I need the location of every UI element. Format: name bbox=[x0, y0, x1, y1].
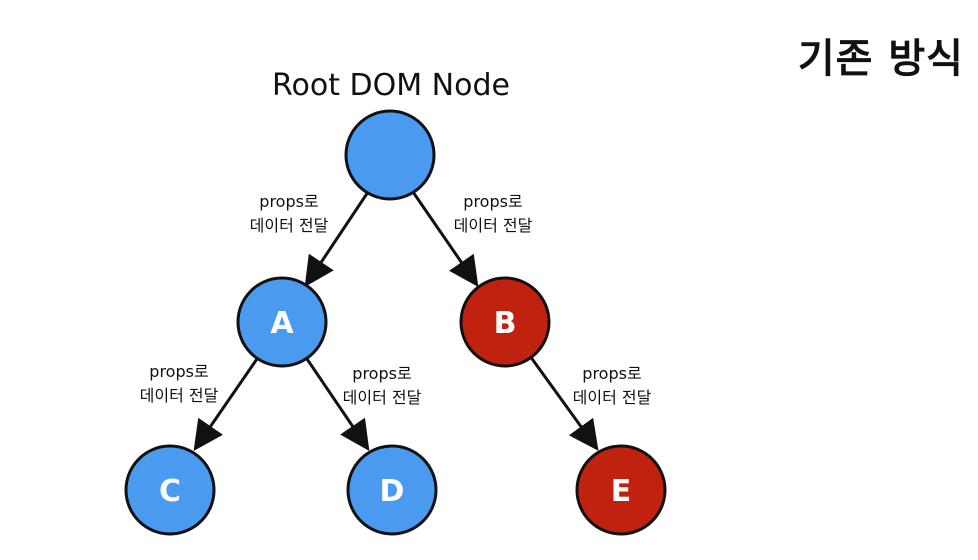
edge-a-to-d bbox=[303, 355, 370, 451]
edge-label-a-d-line2: 데이터 전달 bbox=[342, 388, 422, 407]
edge-a-to-c bbox=[193, 355, 261, 451]
edge-label-root-a: props로 데이터 전달 bbox=[229, 190, 349, 238]
edge-label-root-a-line1: props로 bbox=[259, 192, 319, 211]
node-b: B bbox=[459, 276, 551, 368]
edge-label-root-b-line2: 데이터 전달 bbox=[453, 216, 533, 235]
edge-root-to-a bbox=[304, 191, 370, 287]
node-e-letter: E bbox=[611, 474, 632, 509]
edge-label-b-e: props로 데이터 전달 bbox=[552, 362, 672, 410]
node-a: A bbox=[236, 276, 328, 368]
edge-label-root-b-line1: props로 bbox=[463, 192, 523, 211]
edge-label-b-e-line1: props로 bbox=[582, 364, 642, 383]
node-c: C bbox=[124, 444, 216, 536]
edge-label-a-c-line1: props로 bbox=[149, 362, 209, 381]
edge-label-a-d-line1: props로 bbox=[352, 364, 412, 383]
slide-title: 기존 방식 bbox=[797, 36, 964, 82]
node-root bbox=[344, 109, 436, 201]
edge-label-root-b: props로 데이터 전달 bbox=[433, 190, 553, 238]
edge-label-a-d: props로 데이터 전달 bbox=[322, 362, 442, 410]
node-d-letter: D bbox=[380, 474, 405, 509]
node-d: D bbox=[346, 444, 438, 536]
root-node-label: Root DOM Node bbox=[272, 68, 510, 103]
edge-label-a-c-line2: 데이터 전달 bbox=[139, 386, 219, 405]
edge-label-b-e-line2: 데이터 전달 bbox=[572, 388, 652, 407]
node-c-letter: C bbox=[159, 474, 181, 509]
edge-label-root-a-line2: 데이터 전달 bbox=[249, 216, 329, 235]
node-a-letter: A bbox=[270, 306, 294, 341]
edge-root-to-b bbox=[411, 191, 479, 287]
edge-label-a-c: props로 데이터 전달 bbox=[119, 360, 239, 408]
node-e: E bbox=[575, 444, 667, 536]
node-b-letter: B bbox=[494, 306, 517, 341]
edge-b-to-e bbox=[528, 355, 599, 451]
